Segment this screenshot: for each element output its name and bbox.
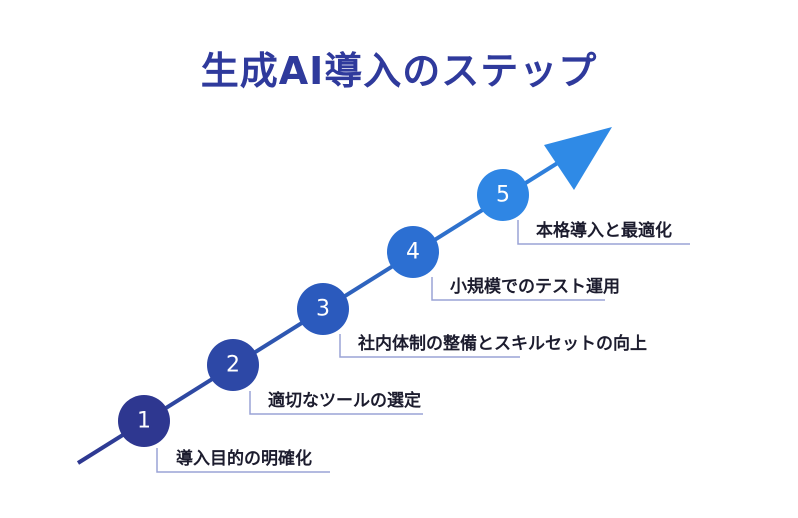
step-4-number: 4 [406, 240, 420, 265]
step-1-label: 導入目的の明確化 [176, 449, 312, 469]
step-3-number: 3 [316, 297, 330, 322]
step-5-circle [477, 169, 529, 221]
step-2-circle [207, 339, 259, 391]
step-5-number: 5 [496, 183, 510, 208]
step-2-label: 適切なツールの選定 [268, 391, 421, 411]
step-connector [517, 220, 690, 245]
step-2-number: 2 [226, 353, 240, 378]
step-1-circle [118, 395, 170, 447]
step-connector [249, 391, 423, 415]
step-connector [156, 448, 330, 473]
step-3-circle [297, 283, 349, 335]
progress-arrow-head [544, 127, 612, 190]
step-4-circle [387, 226, 439, 278]
step-5-label: 本格導入と最適化 [536, 221, 672, 241]
step-1-number: 1 [137, 409, 151, 434]
step-connector [431, 277, 605, 301]
step-4-label: 小規模でのテスト運用 [450, 277, 620, 297]
page-title: 生成AI導入のステップ [200, 49, 598, 93]
step-3-label: 社内体制の整備とスキルセットの向上 [358, 334, 647, 354]
step-connector [339, 334, 520, 358]
